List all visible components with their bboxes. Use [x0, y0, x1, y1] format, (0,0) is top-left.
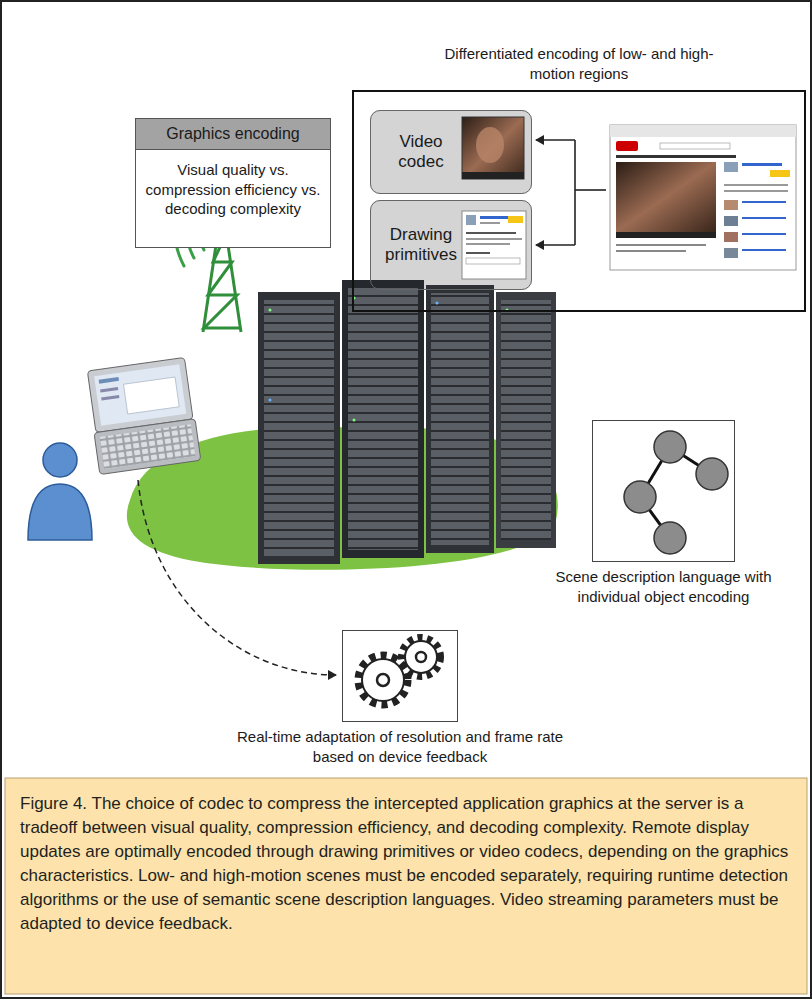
icon-box: Scene description language with individu… [592, 420, 735, 562]
user-icon [28, 443, 92, 540]
box-fill [370, 110, 532, 194]
gears-icon [359, 638, 440, 704]
codec-box: Drawing primitives [370, 200, 532, 290]
group-title: Differentiated encoding of low- and high… [429, 44, 729, 85]
box-fill [370, 200, 532, 290]
box-body: Visual quality vs. compression efficienc… [136, 150, 330, 231]
header-box: Graphics encodingVisual quality vs. comp… [135, 118, 331, 248]
split-arrows [536, 140, 606, 245]
screenshot [610, 125, 796, 270]
page-thumbnail [462, 211, 526, 279]
video-thumbnail [462, 117, 524, 179]
feedback-arrow [138, 480, 336, 675]
caption-band [5, 778, 807, 994]
box-label: Drawing primitives [379, 225, 463, 266]
graph-icon [624, 431, 728, 554]
box-heading: Graphics encoding [136, 119, 330, 150]
box-caption: Scene description language with individu… [539, 567, 789, 608]
box-label: Video codec [379, 132, 463, 173]
mobile-device [85, 357, 200, 474]
group-box: Differentiated encoding of low- and high… [352, 90, 806, 312]
codec-box: Video codec [370, 110, 532, 194]
icon-box: Real-time adaptation of resolution and f… [342, 630, 458, 722]
box-caption: Real-time adaptation of resolution and f… [230, 727, 570, 768]
figure-caption: Figure 4. The choice of codec to compres… [20, 792, 792, 936]
server-racks [258, 280, 556, 564]
